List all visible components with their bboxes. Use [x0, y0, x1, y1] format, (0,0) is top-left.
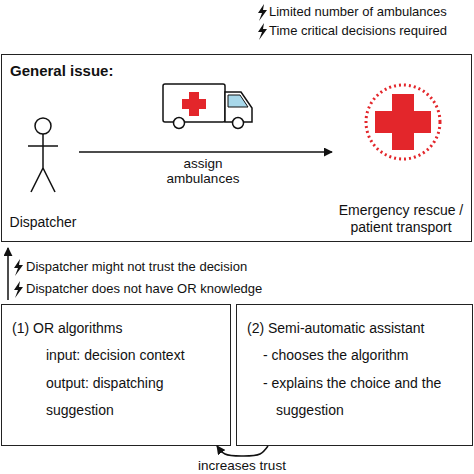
- ambulance-wheel: [233, 118, 244, 129]
- box-text: input: decision context: [46, 342, 231, 369]
- lightning-symbol: [14, 281, 23, 298]
- note-text: Limited number of ambulances: [269, 3, 447, 21]
- stick-figure-leg: [43, 168, 55, 192]
- edge-label: increases trust: [188, 458, 296, 473]
- dotted-circle: [366, 85, 440, 159]
- process-box: (1) OR algorithmsinput: decision context…: [1, 304, 231, 446]
- up-arrow: [7, 248, 9, 300]
- issue-box: General issue: Dispatcher Emergency rescue…: [1, 54, 472, 242]
- stick-figure-leg: [31, 168, 43, 192]
- box-heading: (2) Semi-automatic assistant: [247, 315, 469, 342]
- box-text: output: dispatching suggestion: [46, 370, 231, 424]
- target-node: Emergency rescue / patient transport: [332, 81, 470, 237]
- stick-figure-body: [42, 134, 44, 168]
- stick-figure-arms: [28, 145, 58, 147]
- ambulance-cross: [189, 92, 199, 116]
- stick-figure-head: [35, 118, 51, 134]
- lightning-symbol: [14, 259, 23, 276]
- node-label: Emergency rescue / patient transport: [332, 202, 470, 236]
- connector-arrow: [79, 151, 332, 153]
- edge-label: assign ambulances: [158, 156, 248, 186]
- bullet-text: - explains the choice and the suggestion: [263, 370, 468, 424]
- red-cross: [375, 111, 431, 133]
- process-box: (2) Semi-automatic assistant- chooses th…: [236, 304, 473, 446]
- lightning-symbol: [258, 4, 267, 21]
- ambulance-cross: [182, 99, 206, 109]
- ambulance-wheel: [174, 118, 185, 129]
- lightning-symbol: [258, 23, 267, 40]
- red-cross: [392, 94, 414, 150]
- connector-arrow: [217, 446, 268, 456]
- bullet-text: - chooses the algorithm: [263, 342, 468, 369]
- note-text: Dispatcher does not have OR knowledge: [26, 280, 262, 298]
- note-text: Time critical decisions required: [269, 22, 447, 40]
- ambulance-cab: [225, 92, 252, 122]
- ambulance-body: [163, 84, 225, 122]
- box-heading: General issue:: [10, 62, 310, 80]
- note-text: Dispatcher might not trust the decision: [26, 258, 247, 276]
- box-heading: (1) OR algorithms: [12, 315, 227, 342]
- node-label: Dispatcher: [7, 213, 79, 231]
- actor-node: Dispatcher: [7, 113, 79, 239]
- ambulance-window: [228, 95, 248, 107]
